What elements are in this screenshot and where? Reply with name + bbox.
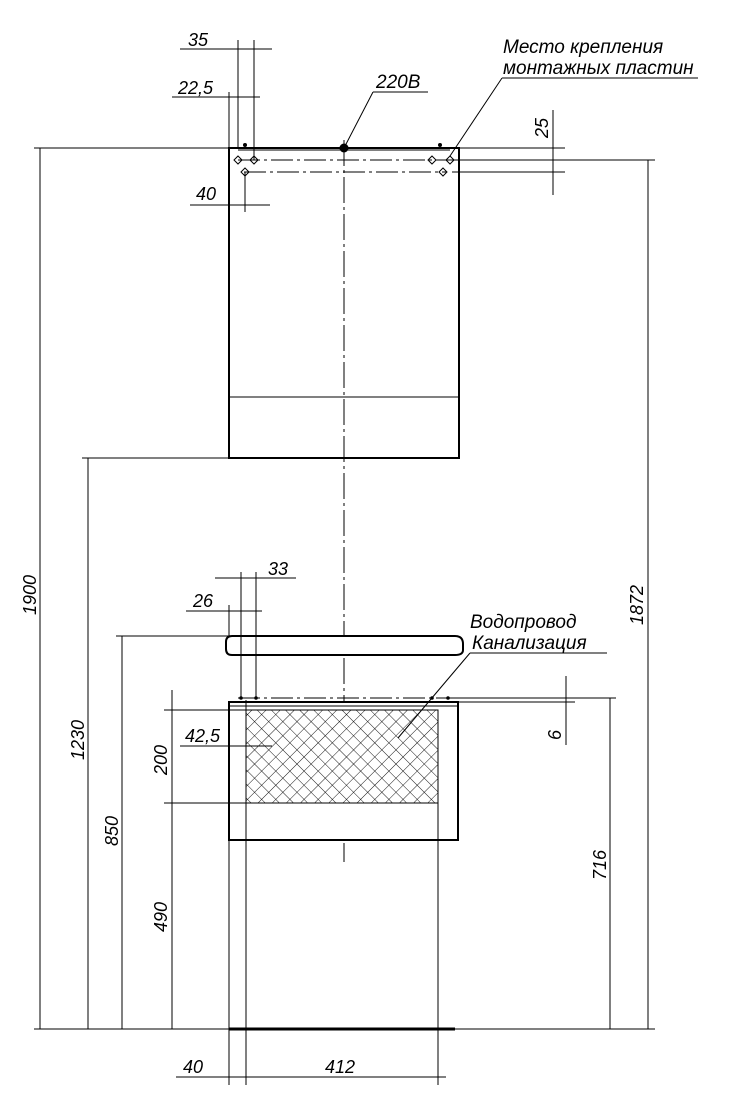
power-text: 220В — [375, 72, 421, 93]
leader-line — [397, 652, 471, 739]
water-text-1: Водопровод — [470, 612, 576, 633]
dim-bottom: 40 412 — [176, 700, 446, 1085]
dim-716-text: 716 — [590, 849, 610, 880]
dim-26-text: 26 — [192, 591, 214, 611]
dim-25: 25 — [452, 110, 565, 195]
leader-line — [343, 91, 374, 149]
mount-text-2: монтажных пластин — [503, 58, 694, 79]
dim-42-5: 42,5 — [180, 726, 272, 747]
mount-text-1: Место крепления — [503, 37, 663, 58]
dim-40-bottom-text: 40 — [183, 1057, 203, 1077]
mount-hole — [427, 155, 437, 165]
leader-line — [449, 77, 503, 157]
dim-40-top-text: 40 — [196, 184, 216, 204]
dim-490: 490 — [151, 902, 171, 932]
dim-6-text: 6 — [545, 729, 565, 740]
upper-mount-points — [233, 143, 455, 177]
washbasin-top — [225, 635, 464, 656]
mount-label: Место крепления монтажных пластин — [449, 37, 698, 157]
dim-412-text: 412 — [325, 1057, 355, 1077]
dim-490-text: 490 — [151, 902, 171, 932]
dim-200-text: 200 — [151, 745, 171, 776]
mount-hole — [438, 167, 448, 177]
dim-25-text: 25 — [532, 117, 552, 139]
water-text-2: Канализация — [472, 633, 587, 654]
dim-850-text: 850 — [102, 816, 122, 846]
plumbing-zone-hatch — [245, 709, 439, 804]
mount-dot — [446, 696, 450, 700]
dim-200: 200 — [151, 690, 246, 1029]
dim-1900-text: 1900 — [20, 575, 40, 615]
mount-hole — [249, 155, 259, 165]
power-label: 220В — [343, 72, 428, 149]
mount-dot — [438, 143, 442, 147]
dim-22-5-top: 22,5 — [172, 78, 260, 148]
dim-1230: 1230 — [68, 457, 229, 1029]
dim-1872: 1872 — [452, 159, 655, 1030]
dim-1872-text: 1872 — [627, 585, 647, 625]
mount-hole — [233, 155, 243, 165]
lower-cabinet — [225, 635, 464, 1031]
dim-33-text: 33 — [268, 559, 288, 579]
dim-35: 35 — [180, 30, 272, 160]
dim-33: 33 — [215, 559, 296, 698]
dim-22-5-text: 22,5 — [177, 78, 214, 98]
dim-1230-text: 1230 — [68, 720, 88, 760]
dim-850: 850 — [102, 635, 229, 1029]
mount-dot — [243, 143, 247, 147]
dim-42-5-text: 42,5 — [185, 726, 221, 746]
water-label: Водопровод Канализация — [397, 612, 607, 739]
dim-35-text: 35 — [188, 30, 209, 50]
dim-26: 26 — [186, 591, 262, 636]
mount-hole — [445, 155, 455, 165]
dim-1900: 1900 — [20, 147, 229, 1030]
dim-716: 716 — [590, 698, 611, 1029]
dim-40-top: 40 — [190, 172, 270, 212]
dim-6: 6 — [452, 676, 616, 745]
